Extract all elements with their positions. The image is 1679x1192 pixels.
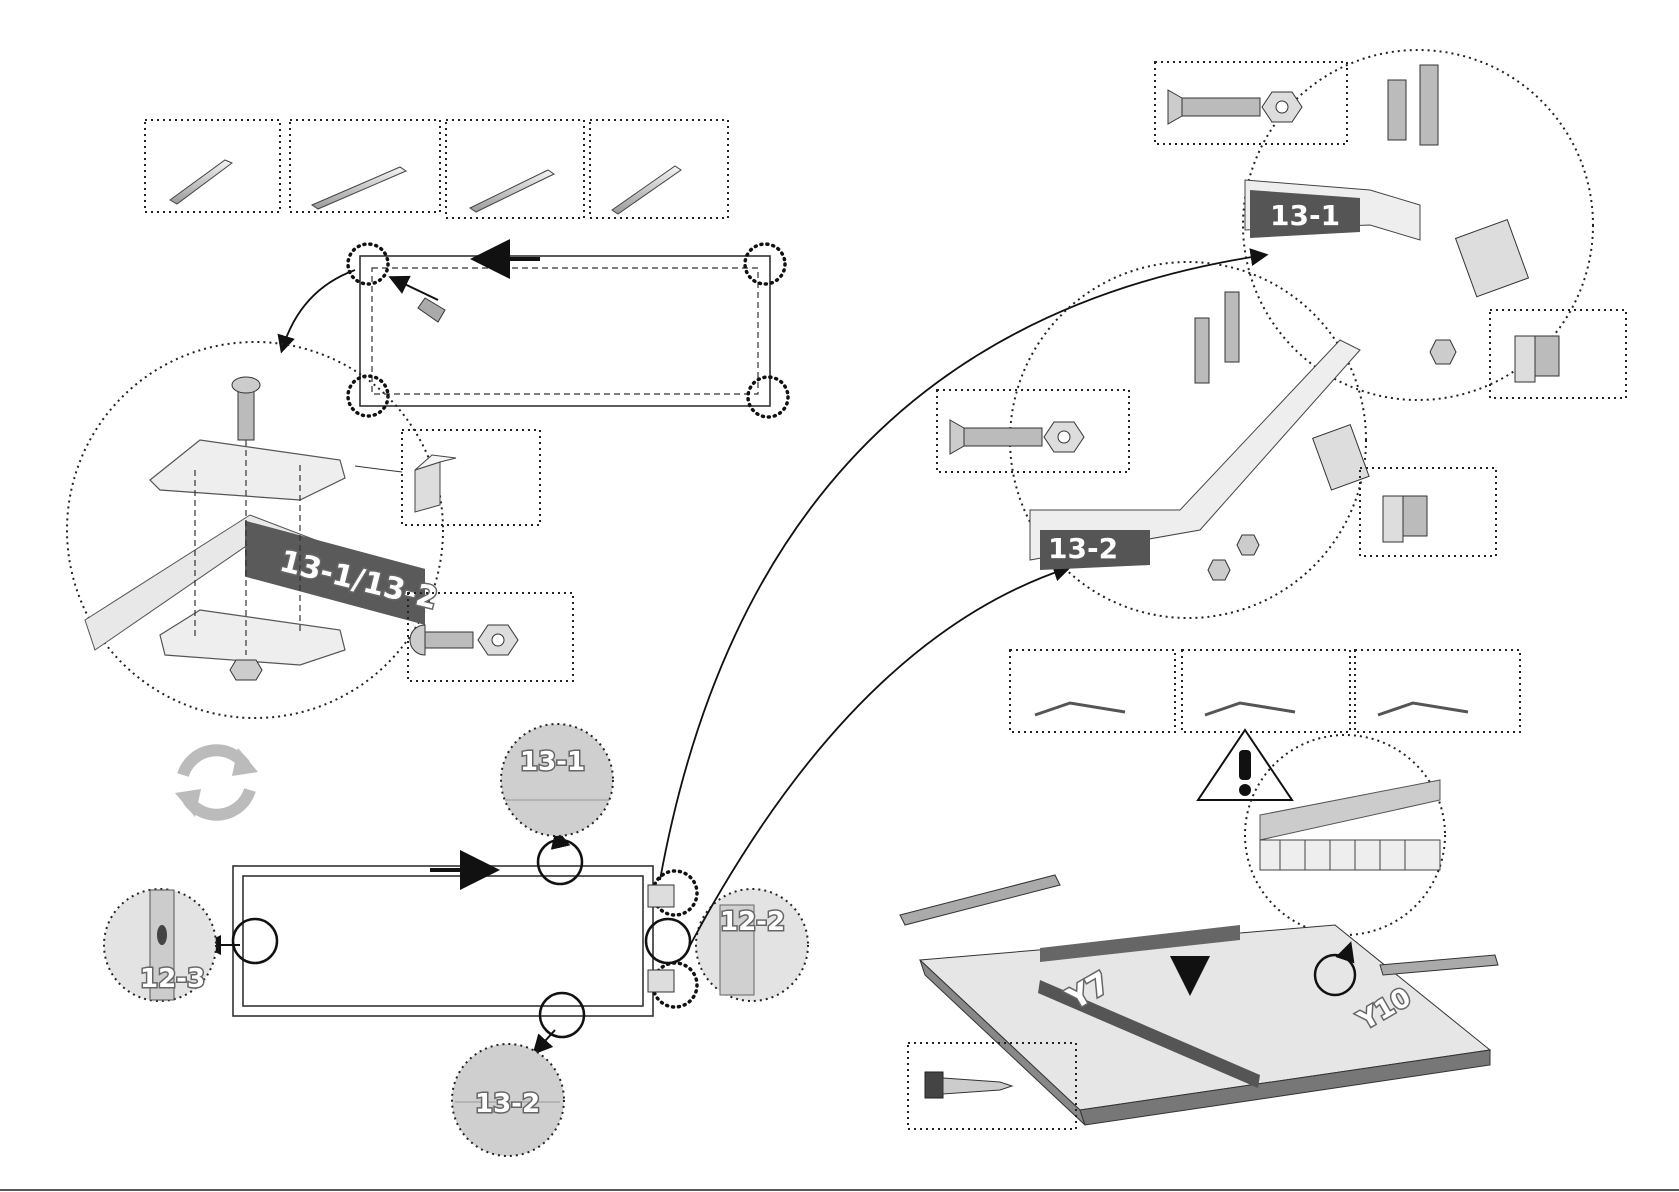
label-detail-13-2: 13-2 [475,1089,540,1119]
bolt-nut-part-upper [1155,62,1347,144]
label-detail-12-2: 12-2 [720,907,785,937]
hinge-part-lower [1360,468,1496,556]
corner-detail-circle [67,342,443,718]
hinge-part-upper [1490,310,1626,398]
label-detail-13-1: 13-1 [520,747,585,777]
detail-13-1-circle [501,724,613,836]
warning-icon [1198,730,1292,800]
bolt-nut-part-lower [937,390,1129,472]
frame-top-view [348,244,788,417]
polycarbonate-detail-circle [1245,735,1445,935]
rotate-icon [175,748,258,817]
frame-bottom-view [205,832,697,1052]
profile-parts-row [145,120,728,218]
label-detail-12-3: 12-3 [140,964,205,994]
label-hinge-13-1: 13-1 [1270,199,1340,232]
glazing-strips-row [1010,650,1520,732]
corner-bracket-part [355,430,540,525]
label-hinge-13-2: 13-2 [1048,532,1118,565]
